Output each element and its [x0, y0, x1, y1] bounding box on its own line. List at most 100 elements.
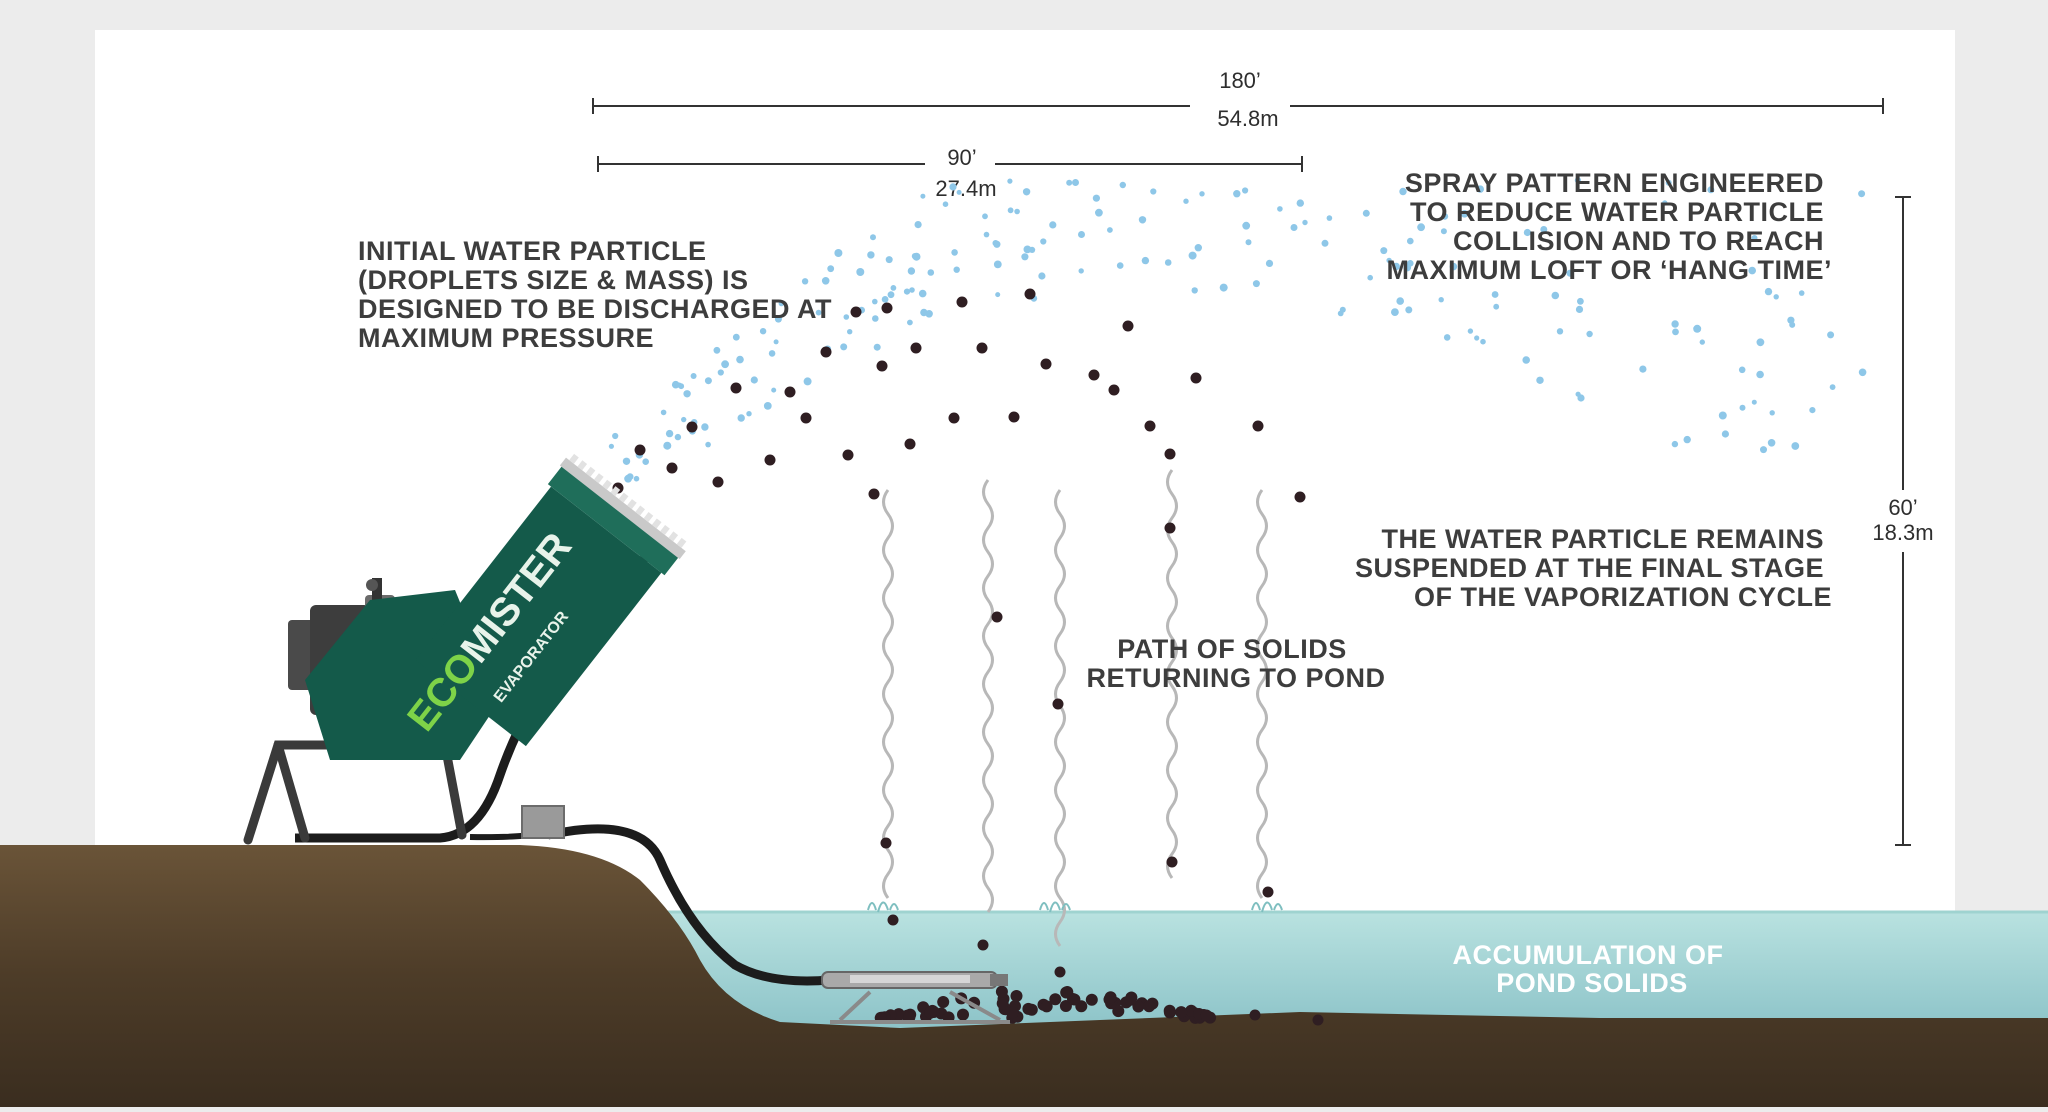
water-droplet	[1556, 328, 1564, 335]
nozzle-tooth	[668, 531, 679, 542]
water-droplet	[1116, 262, 1124, 269]
water-droplet	[951, 249, 958, 256]
water-droplet	[1760, 446, 1767, 454]
water-droplet	[1566, 269, 1574, 277]
water-droplet	[1493, 303, 1500, 310]
water-droplet	[1474, 335, 1480, 341]
solid-particle	[976, 342, 988, 354]
water-droplet	[801, 278, 809, 285]
water-droplet	[942, 201, 949, 207]
water-droplet	[927, 269, 935, 276]
water-droplet	[1386, 257, 1392, 264]
water-droplet	[681, 416, 687, 423]
water-droplet	[1265, 259, 1274, 267]
water-droplet	[633, 475, 640, 482]
water-droplet	[1764, 287, 1773, 296]
solid-particle	[1054, 966, 1066, 978]
water-droplet	[642, 458, 649, 466]
pile-particle	[1085, 993, 1098, 1006]
water-droplet	[815, 309, 822, 316]
nozzle-tooth	[585, 466, 596, 477]
solid-particle	[634, 444, 646, 456]
water-droplet	[1188, 251, 1197, 260]
water-droplet	[701, 423, 709, 431]
water-droplet	[1522, 356, 1530, 364]
solid-particle	[881, 302, 893, 314]
solid-particle	[991, 611, 1003, 623]
water-droplet	[911, 253, 919, 260]
pond-water	[640, 912, 2048, 1030]
nozzle-tooth	[602, 479, 612, 490]
water-droplet	[750, 376, 758, 384]
water-droplet	[1769, 410, 1775, 416]
water-droplet	[622, 457, 631, 465]
pile-particle	[1104, 991, 1117, 1004]
solid-particle	[1190, 372, 1202, 384]
water-droplet	[907, 267, 916, 275]
water-droplet	[1756, 338, 1765, 347]
water-droplet	[1107, 227, 1113, 233]
water-droplet	[956, 189, 962, 195]
pile-particle	[1143, 1000, 1156, 1013]
pile-particle	[1124, 993, 1137, 1006]
label-accumulation: ACCUMULATION OF POND SOLIDS	[1453, 940, 1732, 998]
water-droplet	[665, 429, 674, 438]
solid-particle	[784, 386, 796, 398]
water-droplet	[1738, 366, 1746, 374]
water-droplet	[1296, 199, 1305, 207]
water-droplet	[1858, 368, 1867, 377]
water-droplet	[1551, 291, 1560, 300]
water-droplet	[1380, 247, 1388, 255]
nozzle-tooth	[651, 518, 662, 529]
water-droplet	[1023, 245, 1032, 254]
solids-trails	[882, 469, 1268, 947]
solid-particle	[876, 360, 888, 372]
solid-particle	[730, 382, 742, 394]
pile-particle	[1249, 1009, 1261, 1021]
water-droplet	[1367, 274, 1373, 281]
water-droplet	[843, 314, 850, 320]
water-droplet	[660, 409, 667, 416]
water-droplet	[1417, 223, 1425, 232]
pile-particle	[1112, 1005, 1125, 1018]
solids-trail	[882, 489, 894, 899]
submersible-pump	[821, 971, 1010, 1024]
dimension-90-meters: 27.4m	[935, 176, 996, 201]
solid-particle	[868, 488, 880, 500]
water-droplet	[1066, 179, 1073, 186]
water-droplet	[1245, 239, 1252, 246]
water-droplet	[1671, 320, 1679, 328]
pile-particle	[1163, 1004, 1176, 1017]
nozzle-tooth	[635, 505, 646, 516]
water-droplet	[1476, 185, 1485, 193]
water-droplet	[995, 292, 1001, 298]
dimension-180-feet: 180’	[1219, 68, 1261, 93]
nozzle-tooth	[618, 492, 629, 503]
water-droplet	[1014, 208, 1020, 215]
solid-particle	[1108, 384, 1120, 396]
water-droplet	[1791, 442, 1800, 450]
water-droplet	[1199, 191, 1205, 197]
water-droplet	[1321, 239, 1329, 247]
dimension-60-feet: 60’	[1888, 495, 1917, 520]
water-droplet	[1119, 181, 1127, 189]
water-droplet	[887, 291, 895, 299]
solid-particle	[1088, 369, 1100, 381]
water-droplet	[983, 231, 990, 238]
pile-particle	[924, 1006, 937, 1019]
nozzle-tooth	[627, 499, 637, 510]
nozzle-tooth	[577, 460, 588, 471]
pile-particle	[1049, 993, 1062, 1006]
water-droplet	[773, 339, 779, 345]
water-droplet	[1164, 259, 1172, 266]
water-droplet	[1683, 435, 1691, 444]
solids-trail	[1054, 489, 1066, 947]
water-droplet	[953, 266, 960, 273]
solid-particle	[1164, 448, 1176, 460]
pile-particle	[1132, 1000, 1145, 1013]
nozzle-tooth	[643, 512, 654, 523]
water-droplet	[907, 319, 913, 326]
water-droplet	[1290, 224, 1298, 231]
water-droplet	[982, 213, 988, 220]
